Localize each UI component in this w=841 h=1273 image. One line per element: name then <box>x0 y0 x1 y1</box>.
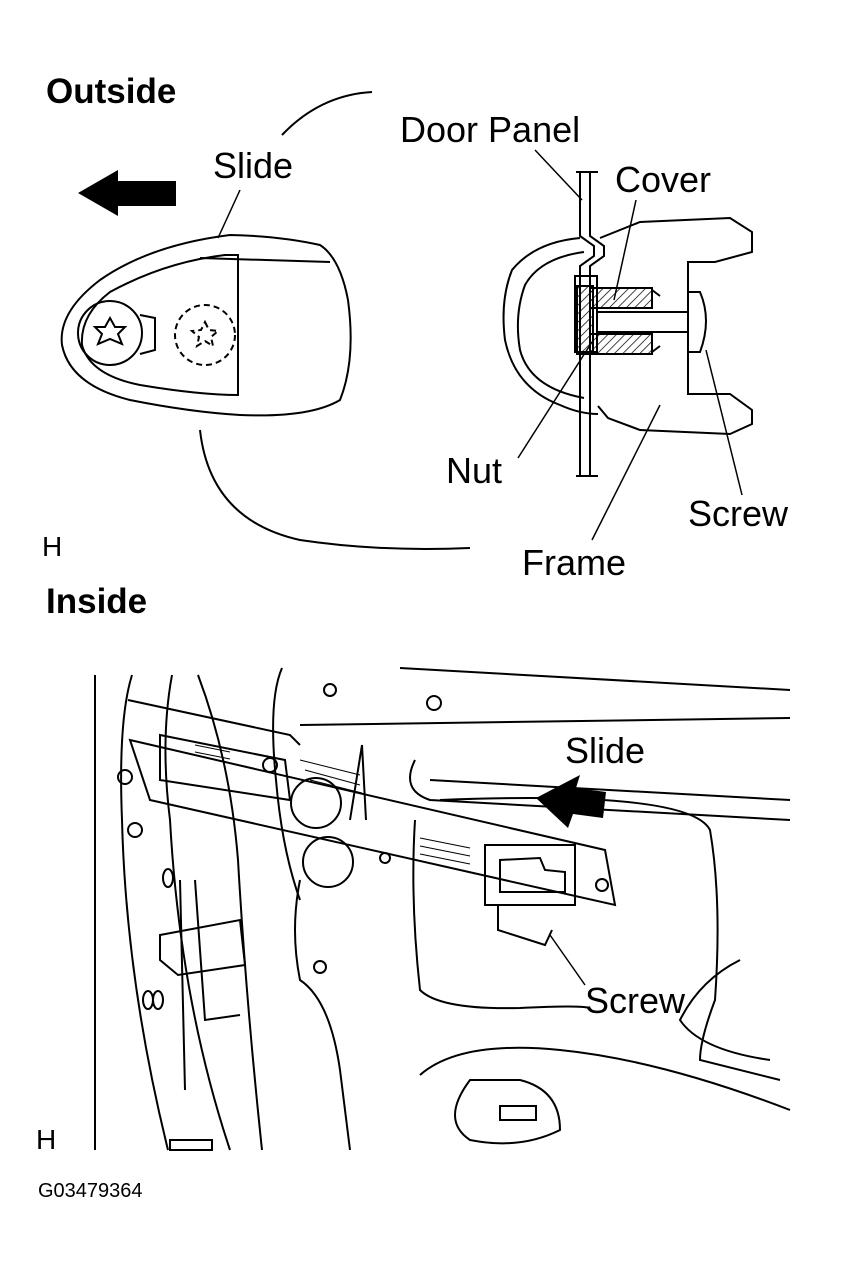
leader-door-panel <box>535 150 582 200</box>
label-nut: Nut <box>446 450 503 491</box>
screw-shank <box>597 312 688 332</box>
slid-screw-dashed-icon <box>175 305 235 365</box>
nut-lower <box>590 334 652 354</box>
frame-outline <box>598 218 752 434</box>
slide-leader <box>218 190 240 238</box>
heading-outside: Outside <box>46 72 177 111</box>
handle-inner <box>82 255 238 395</box>
heading-inside: Inside <box>46 582 148 621</box>
inside-door-view <box>95 668 790 1150</box>
screw-head <box>688 292 706 352</box>
figure-code: G03479364 <box>38 1180 143 1202</box>
label-slide-inside: Slide <box>565 730 646 771</box>
handle-outline <box>62 235 351 415</box>
view-mark-inside: H <box>36 1124 57 1155</box>
door-curve-lower <box>200 430 470 549</box>
leader-frame <box>592 405 660 540</box>
door-curve-upper <box>282 92 372 135</box>
bracket-box <box>485 845 575 905</box>
label-cover: Cover <box>615 159 712 200</box>
label-screw-outside: Screw <box>688 493 789 534</box>
torx-screw-icon <box>78 301 155 365</box>
leader-screw <box>706 350 742 495</box>
label-slide-outside: Slide <box>213 145 294 186</box>
label-frame: Frame <box>522 542 627 583</box>
slide-arrow-icon <box>78 170 176 216</box>
label-door-panel: Door Panel <box>400 109 581 150</box>
inside-slide-arrow-icon <box>536 775 606 828</box>
leader-nut <box>518 342 592 458</box>
leader-cover <box>614 200 636 300</box>
window-regulator-rail <box>130 740 615 905</box>
view-mark-outside: H <box>42 531 63 562</box>
cross-section-view <box>504 150 752 540</box>
nut-upper <box>590 288 652 308</box>
outside-handle-view <box>62 92 470 549</box>
handle-bezel <box>504 238 598 414</box>
label-screw-inside: Screw <box>585 980 686 1021</box>
